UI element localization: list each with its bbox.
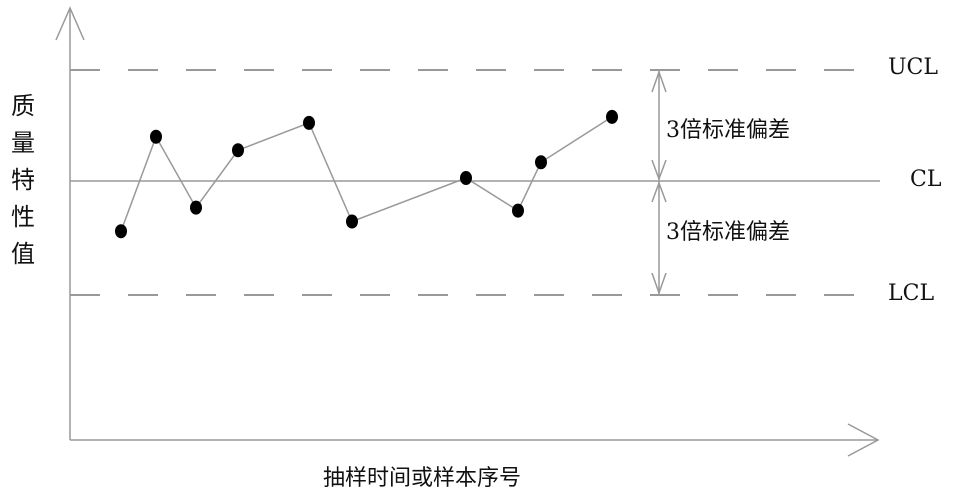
- x-axis-label: 抽样时间或样本序号: [323, 466, 522, 491]
- upper-band-label: 3倍标准偏差: [666, 118, 790, 143]
- cl-arrowhead-up: [651, 159, 667, 182]
- data-point-4: [232, 143, 244, 158]
- data-point-9: [535, 155, 547, 170]
- ucl-label: UCL: [888, 55, 938, 80]
- cl-label: CL: [910, 167, 942, 192]
- data-point-8: [512, 203, 524, 218]
- lower-band-label: 3倍标准偏差: [666, 220, 790, 245]
- data-point-3: [190, 200, 202, 215]
- data-point-2: [150, 129, 162, 144]
- series-line: [120, 116, 613, 232]
- x-axis-arrow: [847, 423, 880, 457]
- data-point-10: [606, 109, 618, 124]
- data-point-7: [460, 171, 472, 185]
- y-axis-label: 质量特性值: [11, 92, 35, 268]
- data-point-5: [303, 115, 315, 130]
- data-point-1: [115, 224, 127, 239]
- lcl-arrowhead: [651, 272, 667, 296]
- lcl-label: LCL: [888, 281, 935, 306]
- y-axis-arrow: [55, 6, 85, 41]
- cl-arrowhead-down: [651, 180, 667, 203]
- ucl-arrowhead: [651, 69, 667, 93]
- data-point-6: [346, 214, 358, 229]
